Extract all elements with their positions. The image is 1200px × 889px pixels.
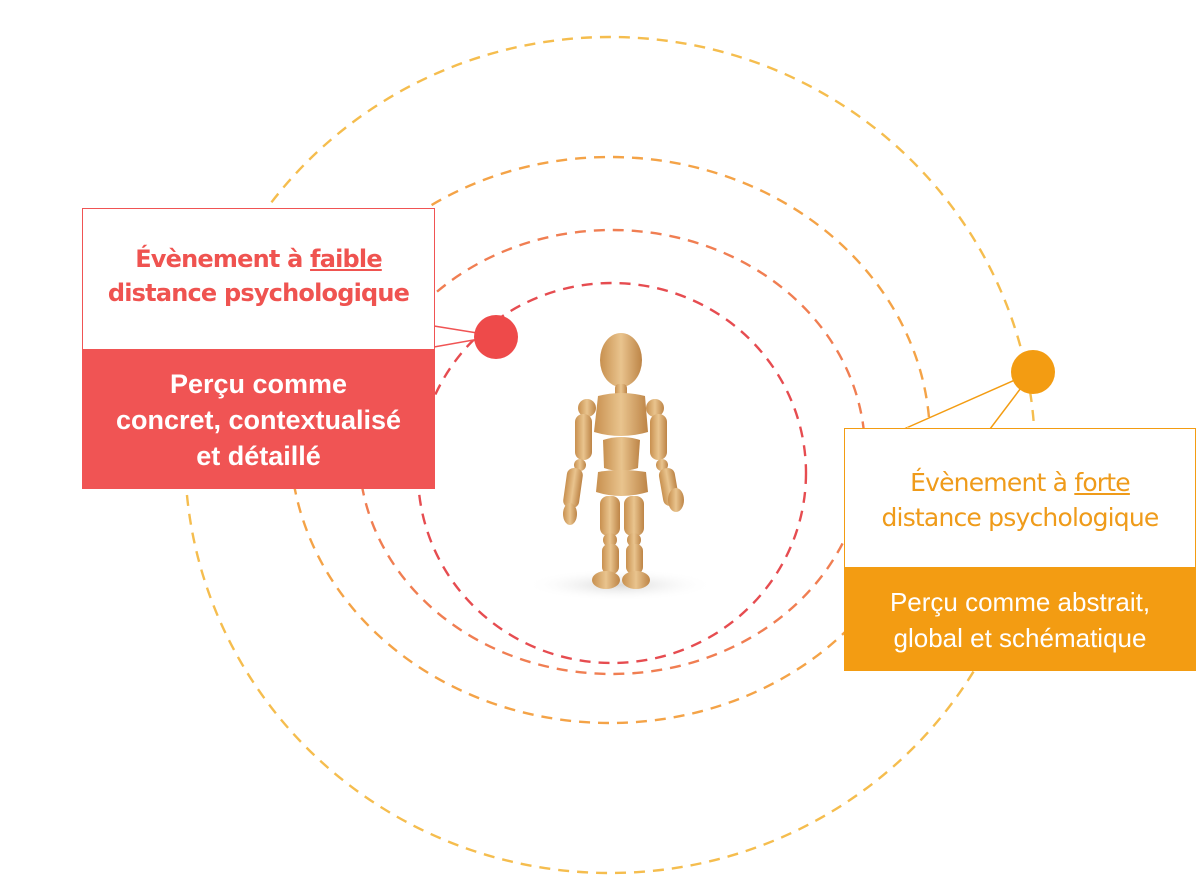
far-event-description-line: global et schématique: [893, 623, 1147, 653]
near-event-description-line: concret, contextualisé: [115, 405, 402, 435]
near-event-title-box: Évènement à faible distance psychologiqu…: [82, 208, 435, 350]
near-event-description: Perçu comme concret, contextualisé et dé…: [82, 366, 435, 474]
near-event-description-box: Perçu comme concret, contextualisé et dé…: [82, 350, 435, 489]
near-event-title-line2: distance psychologique: [107, 278, 410, 307]
far-event-description-box: Perçu comme abstrait, global et schémati…: [844, 568, 1196, 671]
far-event-title-underlined: forte: [1074, 468, 1130, 497]
far-event-description-line: Perçu comme abstrait,: [889, 587, 1151, 617]
far-event-marker: [1011, 350, 1055, 394]
near-event-title-underlined: faible: [310, 245, 383, 273]
far-event-title-box: Évènement à forte distance psychologique: [844, 428, 1196, 568]
ring-innermost: [416, 281, 808, 665]
far-event-title: Évènement à forte distance psychologique: [845, 465, 1195, 535]
far-event-description: Perçu comme abstrait, global et schémati…: [844, 584, 1196, 656]
far-event-title-prefix: Évènement à: [910, 468, 1075, 497]
near-event-title: Évènement à faible distance psychologiqu…: [83, 243, 434, 310]
near-event-title-prefix: Évènement à: [135, 245, 311, 273]
near-event-description-line: Perçu comme: [169, 369, 348, 399]
near-event-description-line: et détaillé: [196, 441, 321, 471]
near-event-marker: [474, 315, 518, 359]
wooden-mannequin-figure: [525, 333, 715, 601]
far-event-title-line2: distance psychologique: [881, 503, 1159, 532]
